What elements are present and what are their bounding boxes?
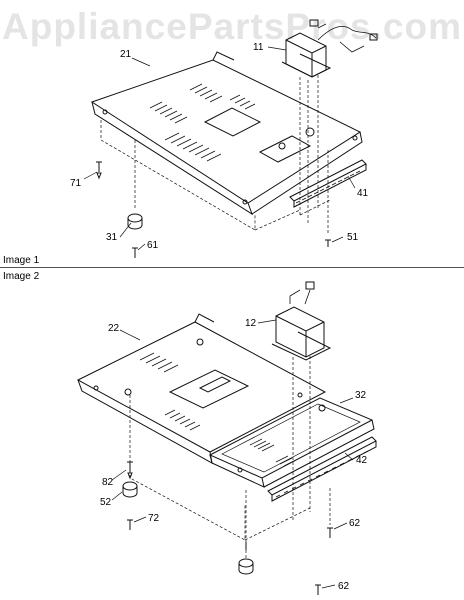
label-31: 31 [106, 232, 118, 243]
transformer-12 [271, 281, 332, 361]
filter-strip-41 [289, 159, 367, 208]
label-22: 22 [108, 323, 120, 334]
screw-61 [132, 247, 138, 258]
filter-strip-42 [267, 436, 377, 502]
label-52: 52 [100, 497, 112, 508]
label-21: 21 [120, 49, 132, 60]
label-51: 51 [347, 232, 359, 243]
screw-72 [127, 519, 133, 530]
section-divider [0, 267, 464, 268]
label-71: 71 [70, 178, 82, 189]
caption-image-1: Image 1 [3, 255, 40, 266]
transformer-11 [281, 19, 378, 78]
label-42: 42 [356, 455, 368, 466]
cover-plate-32 [208, 397, 375, 488]
leaders-1 [83, 46, 356, 251]
screw-82 [127, 461, 133, 480]
label-12: 12 [245, 318, 257, 329]
label-41: 41 [357, 188, 369, 199]
label-62-lower: 62 [338, 581, 350, 592]
projection-lines-2 [129, 356, 331, 560]
foot-lower [238, 542, 254, 575]
foot-31 [127, 213, 143, 230]
label-62-upper: 62 [349, 518, 361, 529]
screw-71 [96, 161, 102, 180]
screw-62-lower [315, 584, 321, 595]
label-82: 82 [102, 477, 114, 488]
leaders-2 [111, 319, 354, 589]
caption-image-2: Image 2 [3, 271, 40, 282]
label-61: 61 [147, 240, 159, 251]
watermark: AppliancePartsPros.com [2, 6, 462, 47]
label-32: 32 [355, 390, 367, 401]
base-plate-22 [76, 313, 327, 464]
label-11: 11 [253, 42, 264, 53]
projection-lines-1 [100, 75, 331, 235]
part-labels: 21 11 71 41 31 61 51 22 12 32 42 82 52 7… [70, 42, 369, 592]
base-plate-21 [90, 51, 363, 216]
label-72: 72 [148, 513, 160, 524]
foot-52 [122, 481, 138, 498]
screw-51 [325, 239, 331, 247]
screw-62-upper [327, 527, 333, 538]
